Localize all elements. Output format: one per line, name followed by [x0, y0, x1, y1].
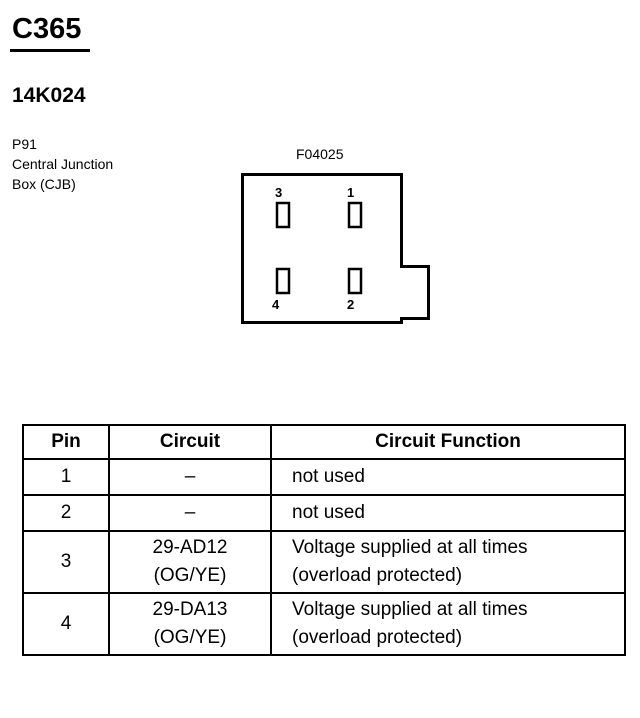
- location-line: Box (CJB): [12, 176, 76, 192]
- function-cell: not used: [270, 458, 626, 496]
- circuit-line: (OG/YE): [153, 627, 227, 648]
- circuit-line: (OG/YE): [153, 565, 227, 586]
- function-line: (overload protected): [292, 565, 463, 586]
- pin-cell: 3: [22, 530, 110, 594]
- connector-id: C365: [12, 13, 82, 45]
- circuit-line: –: [184, 502, 196, 523]
- connector-location: P91 Central Junction Box (CJB): [12, 134, 113, 194]
- title-underline: [10, 49, 90, 52]
- pin-label-1: 1: [347, 185, 354, 200]
- circuit-cell: –: [108, 458, 272, 496]
- circuit-line: 29-AD12: [152, 537, 228, 558]
- pin-cell: 2: [22, 494, 110, 532]
- table-row: 4 29-DA13 (OG/YE) Voltage supplied at al…: [22, 592, 626, 656]
- part-number: 14K024: [12, 84, 86, 107]
- figure-id: F04025: [296, 146, 344, 162]
- table-row: 1 – not used: [22, 458, 626, 496]
- connector-housing: [241, 173, 403, 324]
- circuit-line: –: [184, 466, 196, 487]
- pin-cavity-3: [275, 201, 291, 229]
- circuit-cell: 29-DA13 (OG/YE): [108, 592, 272, 656]
- connector-face-diagram: 3 1 4 2: [241, 173, 403, 324]
- function-line: not used: [292, 502, 365, 523]
- function-cell: Voltage supplied at all times (overload …: [270, 592, 626, 656]
- pin-label-2: 2: [347, 297, 354, 312]
- pin-cavity-1: [347, 201, 363, 229]
- circuit-cell: –: [108, 494, 272, 532]
- function-line: not used: [292, 466, 365, 487]
- function-line: Voltage supplied at all times: [292, 537, 528, 558]
- table-row: 3 29-AD12 (OG/YE) Voltage supplied at al…: [22, 530, 626, 594]
- column-header-circuit: Circuit: [108, 424, 272, 460]
- circuit-cell: 29-AD12 (OG/YE): [108, 530, 272, 594]
- pin-cell: 4: [22, 592, 110, 656]
- pin-cavity-4: [275, 267, 291, 295]
- table-header-row: Pin Circuit Circuit Function: [22, 424, 626, 460]
- pin-cavity-2: [347, 267, 363, 295]
- function-cell: not used: [270, 494, 626, 532]
- pin-label-3: 3: [275, 185, 282, 200]
- table-row: 2 – not used: [22, 494, 626, 532]
- circuit-line: 29-DA13: [152, 599, 228, 620]
- column-header-function: Circuit Function: [270, 424, 626, 460]
- column-header-pin: Pin: [22, 424, 110, 460]
- pin-cell: 1: [22, 458, 110, 496]
- function-line: (overload protected): [292, 627, 463, 648]
- function-cell: Voltage supplied at all times (overload …: [270, 530, 626, 594]
- function-line: Voltage supplied at all times: [292, 599, 528, 620]
- location-line: Central Junction: [12, 156, 114, 172]
- pinout-table: Pin Circuit Circuit Function 1 – not use…: [22, 424, 626, 656]
- pin-label-4: 4: [272, 297, 280, 312]
- connector-locking-tab: [400, 265, 430, 320]
- location-line: P91: [12, 136, 37, 152]
